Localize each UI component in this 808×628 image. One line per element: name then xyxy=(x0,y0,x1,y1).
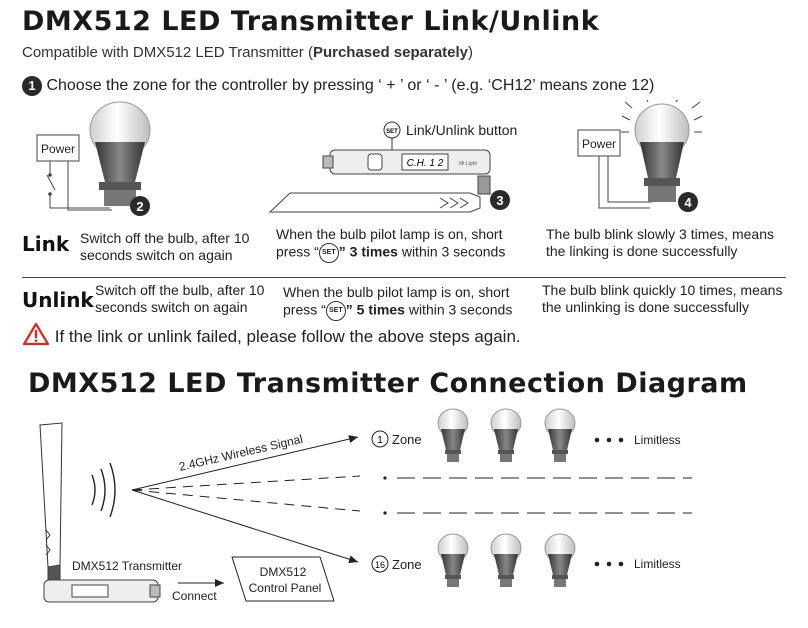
display-text: C.H. 1 2 xyxy=(407,158,444,169)
power-label-right: Power xyxy=(582,137,616,151)
warning-text: If the link or unlink failed, please fol… xyxy=(54,327,521,346)
power-label-left: Power xyxy=(41,142,75,156)
step1-instruction: 1 Choose the zone for the controller by … xyxy=(22,76,654,96)
control-panel-box: DMX512 Control Panel xyxy=(231,556,335,602)
diagram-title: DMX512 LED Transmitter Connection Diagra… xyxy=(28,368,748,399)
power-box-left: Power xyxy=(36,134,80,162)
antenna-transmitter-icon xyxy=(39,422,161,603)
link-step3-line1: When the bulb pilot lamp is on, short xyxy=(276,226,503,242)
panel-line2: Control Panel xyxy=(249,581,322,595)
zone16-label: Zone xyxy=(392,557,422,572)
connect-label: Connect xyxy=(172,589,217,603)
step2-badge xyxy=(130,196,150,216)
link-step2-text: Switch off the bulb, after 10 seconds sw… xyxy=(80,230,250,263)
step1-number: 1 xyxy=(22,76,42,96)
zone1-label: Zone xyxy=(392,432,422,447)
unlink-label: Unlink xyxy=(22,288,94,312)
bulb-icon xyxy=(490,408,522,463)
subtitle: Compatible with DMX512 LED Transmitter (… xyxy=(22,44,473,61)
unlink-step4-text: The bulb blink quickly 10 times, means t… xyxy=(542,282,783,315)
bulb-icon xyxy=(490,533,522,588)
link-step4-text: The bulb blink slowly 3 times, means the… xyxy=(546,226,774,259)
step3-badge xyxy=(490,190,510,210)
step4-badge xyxy=(678,192,698,212)
panel-line1: DMX512 xyxy=(260,565,307,579)
bulb-blinking-icon xyxy=(621,100,703,202)
set-button-icon: SET xyxy=(325,301,346,321)
step1-text: Choose the zone for the controller by pr… xyxy=(46,77,655,94)
signal-waves-icon xyxy=(91,462,116,518)
link-step3-text: When the bulb pilot lamp is on, short pr… xyxy=(276,226,536,263)
subtitle-prefix: Compatible with DMX512 LED Transmitter ( xyxy=(22,44,313,61)
connection-diagram: DMX512 Transmitter 2.4GHz Wireless Signa… xyxy=(39,408,692,603)
subtitle-bold: Purchased separately xyxy=(312,44,469,61)
power-box-right: Power xyxy=(577,129,621,157)
bulb-icon xyxy=(89,101,151,206)
bulb-icon xyxy=(544,533,576,588)
link-step3-line2: press “SET” 3 times within 3 seconds xyxy=(276,243,536,263)
step2-number: 2 xyxy=(136,199,143,214)
steps-illustration: Power 2 SET Link/Unlink button C.H. 1 2 … xyxy=(36,100,703,216)
wireless-signal-label: 2.4GHz Wireless Signal xyxy=(178,432,305,474)
warning-triangle-icon xyxy=(22,322,50,346)
limitless-label-2: Limitless xyxy=(634,557,681,571)
page-title: DMX512 LED Transmitter Link/Unlink xyxy=(22,6,600,37)
bulb-icon xyxy=(437,533,469,588)
set-button-icon: SET xyxy=(318,243,339,263)
step4-number: 4 xyxy=(684,195,692,210)
unlink-step3-text: When the bulb pilot lamp is on, short pr… xyxy=(283,284,543,321)
bulb-icon xyxy=(437,408,469,463)
warning-line: If the link or unlink failed, please fol… xyxy=(22,322,521,347)
unlink-step2-text: Switch off the bulb, after 10 seconds sw… xyxy=(95,282,265,315)
zone1-number: 1 xyxy=(377,435,383,446)
unlink-step3-line1: When the bulb pilot lamp is on, short xyxy=(283,284,510,300)
step3-number: 3 xyxy=(496,193,503,208)
divider xyxy=(22,277,786,278)
transmitter-icon: SET Link/Unlink button C.H. 1 2 Mi·Light xyxy=(268,121,517,213)
brand-text: Mi·Light xyxy=(459,161,477,167)
bulb-icon xyxy=(544,408,576,463)
limitless-label-1: Limitless xyxy=(634,433,681,447)
link-label: Link xyxy=(22,232,70,256)
zone16-number: 16 xyxy=(375,560,385,570)
set-button-icon: SET xyxy=(386,129,398,135)
subtitle-suffix: ) xyxy=(468,44,474,61)
transmitter-label: DMX512 Transmitter xyxy=(72,559,182,573)
link-unlink-button-label: Link/Unlink button xyxy=(406,122,517,138)
unlink-step3-line2: press “SET” 5 times within 3 seconds xyxy=(283,301,543,321)
